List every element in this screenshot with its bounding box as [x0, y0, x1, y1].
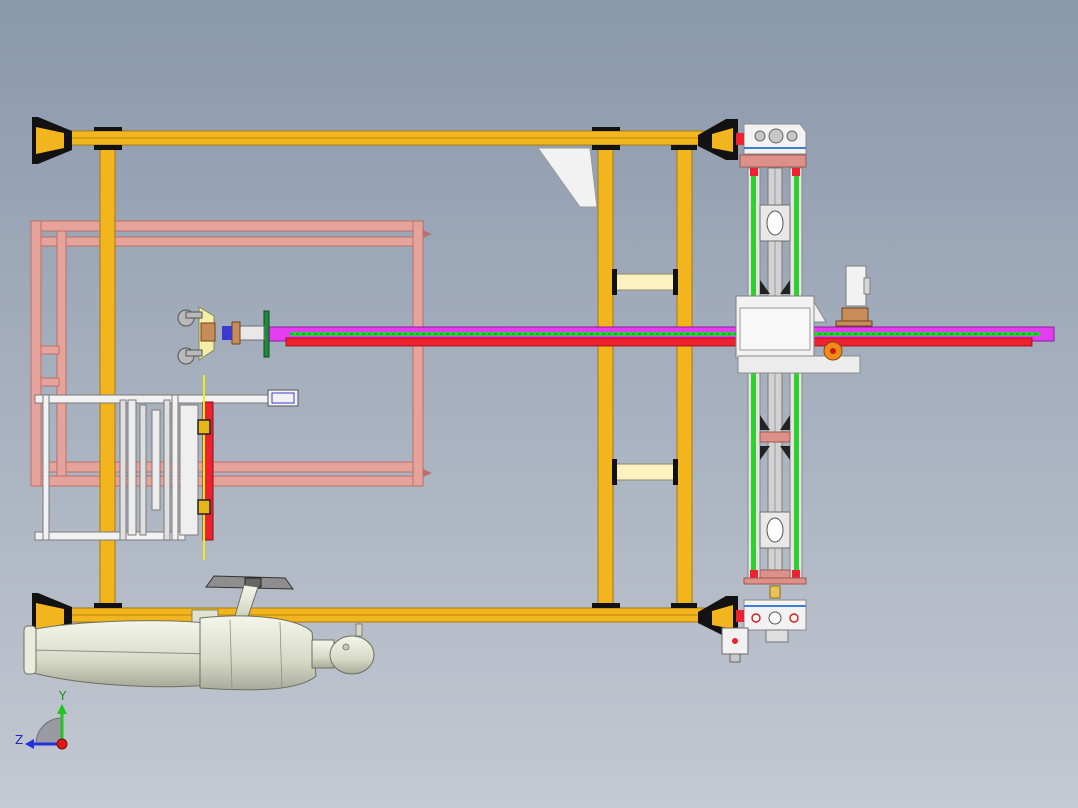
axis-triad: Y Z: [15, 689, 68, 750]
left-support-rack: [34, 375, 299, 560]
vertical-gantry-axis: [721, 123, 807, 663]
outer-pink-frame: [30, 220, 432, 487]
z-axis-label: Z: [15, 733, 23, 747]
crash-test-dummy: [23, 575, 375, 691]
y-axis-label: Y: [58, 689, 67, 703]
end-effector-gripper: [177, 306, 270, 365]
yellow-main-frame: [59, 127, 721, 623]
horizontal-arm-axis: [267, 265, 1055, 374]
